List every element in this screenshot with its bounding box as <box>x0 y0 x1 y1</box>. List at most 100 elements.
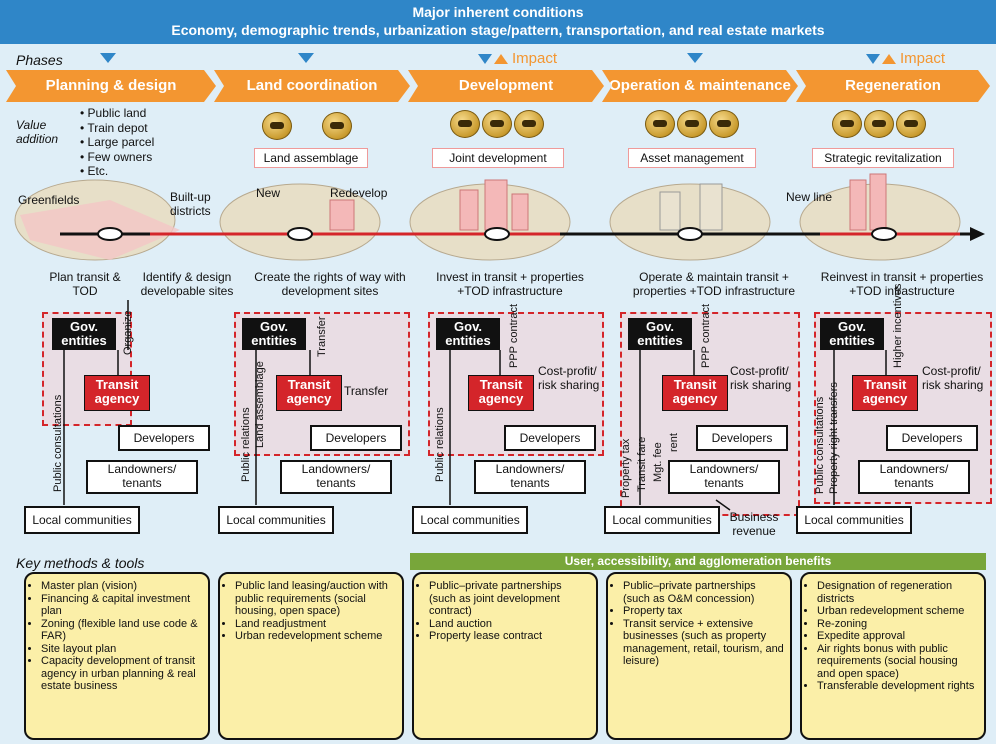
label-transfer: Transfer <box>344 384 389 398</box>
list-item: Urban redevelopment scheme <box>235 630 396 643</box>
label-transit-fare: Transit fare <box>636 436 648 492</box>
list-item: Property lease contract <box>429 630 590 643</box>
label-public-consultations: Public consultations <box>52 394 64 492</box>
phase-regeneration: Regeneration <box>796 70 990 102</box>
list-item: Urban redevelopment scheme <box>817 605 978 618</box>
header-banner: Major inherent conditions Economy, demog… <box>0 0 996 44</box>
local-communities-box: Local communities <box>24 506 140 534</box>
label-organize: Organize <box>122 310 134 355</box>
list-item: Capacity development of transit agency i… <box>41 655 202 693</box>
impact-marker-development: Impact <box>478 50 557 67</box>
gov-entities-box: Gov. entities <box>436 318 500 350</box>
coin-icon <box>832 110 862 138</box>
gov-entities-box: Gov. entities <box>820 318 884 350</box>
list-item: Expedite approval <box>817 630 978 643</box>
tools-box-regeneration: Designation of regeneration districts Ur… <box>800 572 986 740</box>
label-built-up-districts: Built-up districts <box>170 190 211 218</box>
down-arrow-icon <box>866 54 880 65</box>
transit-agency-box: Transit agency <box>662 375 728 411</box>
label-new-line: New line <box>786 190 833 204</box>
benefits-bar: User, accessibility, and agglomeration b… <box>410 553 986 570</box>
action-operate-maintain: Operate & maintain transit + properties … <box>632 270 796 298</box>
urban-scene-illustration <box>14 173 985 261</box>
phase-planning-design: Planning & design <box>6 70 216 102</box>
list-item: Public land leasing/auction with public … <box>235 580 396 618</box>
local-communities-box: Local communities <box>604 506 720 534</box>
coin-icon <box>709 110 739 138</box>
list-item: Property tax <box>623 605 784 618</box>
label-mgt-fee: Mgt. fee <box>652 442 664 482</box>
site-type-list: Public land Train depot Large parcel Few… <box>80 106 154 179</box>
list-item: Designation of regeneration districts <box>817 580 978 605</box>
landowners-box: Landowners/ tenants <box>474 460 586 494</box>
value-box-asset-management: Asset management <box>628 148 756 168</box>
list-item: Re-zoning <box>817 618 978 631</box>
list-item: Land auction <box>429 618 590 631</box>
impact-label: Impact <box>512 50 558 67</box>
label-public-relations: Public relations <box>434 407 446 482</box>
local-communities-box: Local communities <box>218 506 334 534</box>
action-plan-transit: Plan transit & TOD <box>49 270 121 298</box>
coin-icon <box>514 110 544 138</box>
landowners-box: Landowners/ tenants <box>668 460 780 494</box>
label-property-tax: Property tax <box>620 438 632 498</box>
coin-icon <box>677 110 707 138</box>
list-item: Master plan (vision) <box>41 580 202 593</box>
gov-entities-box: Gov. entities <box>628 318 692 350</box>
key-methods-label: Key methods & tools <box>16 555 145 571</box>
label-cost-profit: Cost-profit/ risk sharing <box>922 364 984 392</box>
transit-agency-box: Transit agency <box>276 375 342 411</box>
transit-agency-box: Transit agency <box>468 375 534 411</box>
up-arrow-icon <box>882 54 896 65</box>
coin-icon <box>864 110 894 138</box>
gov-entities-box: Gov. entities <box>52 318 116 350</box>
tools-box-land-coordination: Public land leasing/auction with public … <box>218 572 404 740</box>
list-item: Etc. <box>80 164 154 179</box>
list-item: Land readjustment <box>235 618 396 631</box>
developers-box: Developers <box>504 425 596 451</box>
down-arrow-icon <box>298 53 314 63</box>
list-item: Transferable development rights <box>817 680 978 693</box>
local-communities-box: Local communities <box>412 506 528 534</box>
transit-agency-box: Transit agency <box>84 375 150 411</box>
value-box-joint-development: Joint development <box>432 148 564 168</box>
coin-icon <box>645 110 675 138</box>
label-land-assemblage: Land assemblage <box>254 361 266 448</box>
label-transfer: Transfer <box>316 316 328 357</box>
list-item: Air rights bonus with public requirement… <box>817 643 978 681</box>
label-cost-profit: Cost-profit/ risk sharing <box>730 364 792 392</box>
label-public-relations: Public relations <box>240 407 252 482</box>
action-reinvest: Reinvest in transit + properties +TOD in… <box>820 270 984 298</box>
label-rent: rent <box>668 433 680 452</box>
impact-label: Impact <box>900 50 946 67</box>
label-redevelop: Redevelop <box>330 186 388 200</box>
header-title: Major inherent conditions <box>412 4 584 20</box>
developers-box: Developers <box>310 425 402 451</box>
down-arrow-icon <box>100 53 116 63</box>
list-item: Zoning (flexible land use code & FAR) <box>41 618 202 643</box>
phase-operation-maintenance: Operation & maintenance <box>602 70 798 102</box>
tools-box-development: Public–private partnerships (such as joi… <box>412 572 598 740</box>
label-business-revenue: Business revenue <box>729 510 779 538</box>
local-communities-box: Local communities <box>796 506 912 534</box>
label-greenfields: Greenfields <box>18 193 80 207</box>
label-ppp-contract: PPP contract <box>700 304 712 368</box>
coin-icon <box>322 112 352 140</box>
label-property-right-transfers: Property right transfers <box>828 382 840 494</box>
developers-box: Developers <box>696 425 788 451</box>
phase-development: Development <box>408 70 604 102</box>
transit-agency-box: Transit agency <box>852 375 918 411</box>
list-item: Large parcel <box>80 135 155 150</box>
header-subtitle: Economy, demographic trends, urbanizatio… <box>171 22 825 38</box>
value-box-land-assemblage: Land assemblage <box>254 148 368 168</box>
label-higher-incentives: Higher incentives <box>892 283 904 368</box>
label-new: New <box>256 186 281 200</box>
label-ppp-contract: PPP contract <box>508 304 520 368</box>
actor-arrows <box>63 300 887 511</box>
down-arrow-icon <box>478 54 492 65</box>
list-item: Site layout plan <box>41 643 202 656</box>
up-arrow-icon <box>494 54 508 65</box>
action-identify-sites: Identify & design developable sites <box>140 270 234 298</box>
coin-icon <box>896 110 926 138</box>
list-item: Financing & capital investment plan <box>41 593 202 618</box>
